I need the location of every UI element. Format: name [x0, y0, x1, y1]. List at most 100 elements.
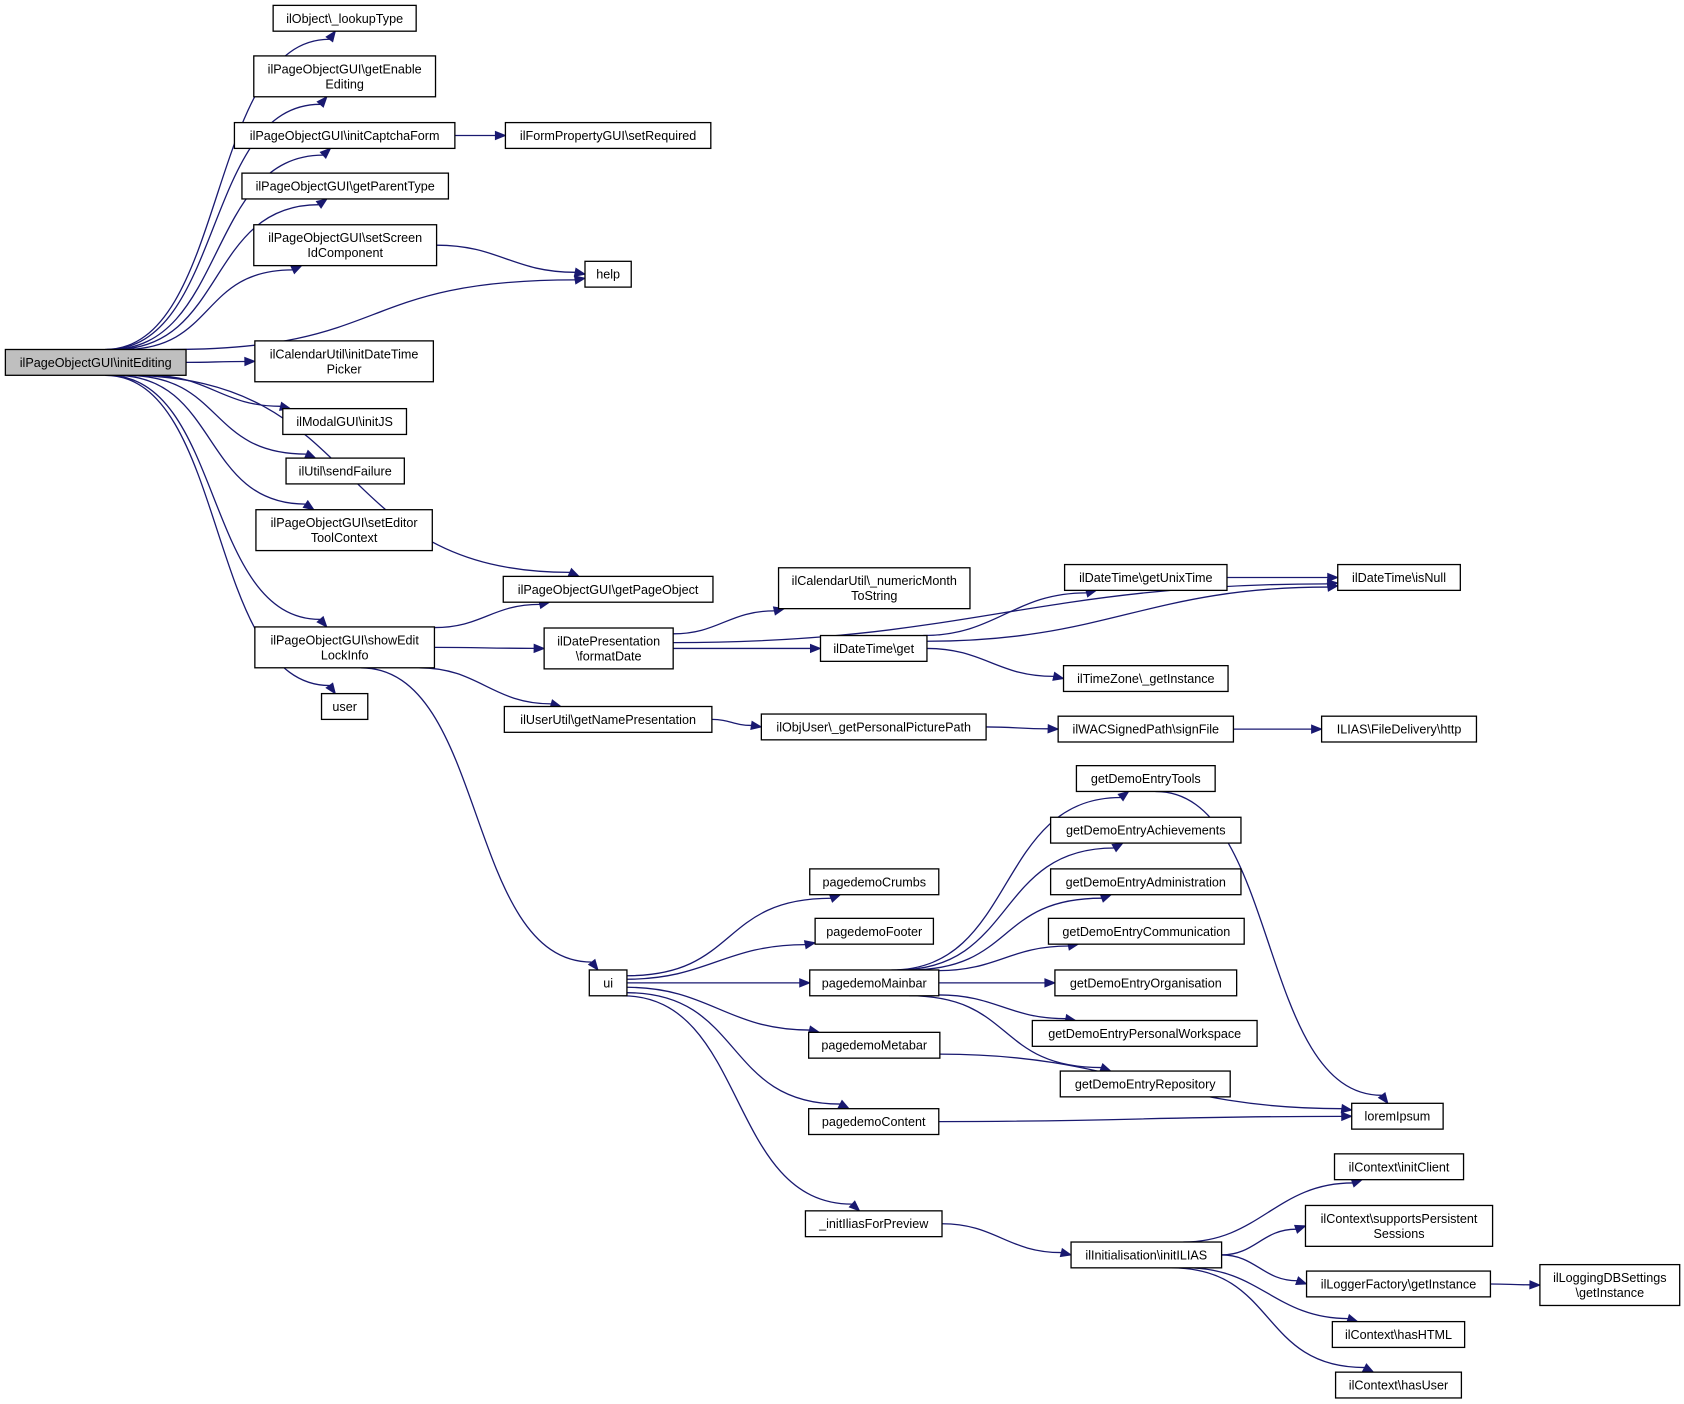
node-label: ilObject\_lookupType	[286, 12, 403, 26]
function-node[interactable]: ilContext\hasUser	[1334, 1371, 1463, 1399]
function-node[interactable]: ilModalGUI\initJS	[282, 407, 408, 436]
function-node[interactable]: ilContext\initClient	[1333, 1153, 1465, 1181]
edge-line	[113, 204, 319, 351]
node-box	[809, 868, 940, 896]
function-node[interactable]: _initIliasForPreview	[804, 1210, 943, 1238]
function-node[interactable]: ilInitialisation\initILIAS	[1070, 1241, 1223, 1269]
function-node[interactable]: pagedemoMetabar	[808, 1031, 941, 1059]
edge-line	[622, 995, 853, 1205]
node-box	[1059, 1070, 1231, 1098]
function-node[interactable]: ilDateTime\get	[819, 634, 928, 662]
function-node[interactable]: help	[584, 260, 632, 288]
call-edge	[1490, 1280, 1542, 1290]
function-node[interactable]: getDemoEntryTools	[1075, 765, 1216, 793]
call-edge	[622, 995, 861, 1212]
call-edge	[114, 374, 315, 511]
arrowhead-icon	[1294, 1224, 1307, 1234]
arrowhead-icon	[1529, 1280, 1542, 1290]
function-node[interactable]: pagedemoCrumbs	[809, 868, 940, 896]
function-node[interactable]: getDemoEntryAdministration	[1049, 868, 1242, 896]
function-node[interactable]: getDemoEntryOrganisation	[1054, 969, 1238, 997]
node-box	[804, 1210, 943, 1238]
node-label: ilPageObjectGUI\initCaptchaForm	[250, 129, 440, 143]
node-box	[272, 4, 417, 32]
node-box	[777, 567, 971, 610]
edge-line	[626, 992, 841, 1105]
node-box	[1351, 1102, 1444, 1130]
function-node[interactable]: ilLoggerFactory\getInstance	[1305, 1270, 1492, 1298]
node-box	[255, 509, 433, 552]
node-label: Editing	[325, 77, 364, 91]
node-label: getDemoEntryAdministration	[1066, 875, 1226, 889]
edge-line	[897, 847, 1115, 971]
arrowhead-icon	[1044, 978, 1057, 988]
function-node[interactable]: ilLoggingDBSettings\getInstance	[1539, 1263, 1681, 1307]
node-box	[504, 121, 712, 150]
node-label: user	[332, 700, 357, 714]
function-node[interactable]: ilTimeZone\_getInstance	[1062, 664, 1229, 693]
node-label: ToString	[851, 589, 897, 603]
node-label: ilLoggingDBSettings	[1553, 1271, 1666, 1285]
node-label: help	[596, 268, 620, 282]
function-node[interactable]: ilDateTime\isNull	[1337, 563, 1461, 592]
node-box	[320, 692, 369, 721]
call-edge	[908, 893, 1113, 971]
node-box	[1337, 563, 1461, 592]
function-node[interactable]: getDemoEntryRepository	[1059, 1070, 1231, 1098]
function-node[interactable]: pagedemoFooter	[814, 917, 935, 945]
node-box	[1057, 715, 1235, 743]
function-node[interactable]: getDemoEntryAchievements	[1049, 816, 1242, 844]
function-node[interactable]: ilDatePresentation\formatDate	[543, 627, 674, 670]
node-label: ilDateTime\isNull	[1352, 571, 1446, 585]
function-node[interactable]: ui	[588, 969, 628, 997]
function-node[interactable]: ilFormPropertyGUI\setRequired	[504, 121, 712, 150]
call-edge	[926, 647, 1065, 681]
arrowhead-icon	[533, 643, 546, 654]
node-label: pagedemoContent	[822, 1115, 926, 1129]
node-label: \formatDate	[576, 649, 642, 663]
arrowhead-icon	[1059, 1247, 1073, 1258]
function-node[interactable]: ILIAS\FileDelivery\http	[1320, 715, 1478, 743]
function-node[interactable]: pagedemoContent	[808, 1108, 940, 1136]
node-label: ilInitialisation\initILIAS	[1085, 1248, 1207, 1262]
function-node[interactable]: ilObjUser\_getPersonalPicturePath	[760, 713, 987, 741]
function-node[interactable]: ilWACSignedPath\signFile	[1057, 715, 1235, 743]
function-node[interactable]: loremIpsum	[1351, 1102, 1444, 1130]
call-edge	[626, 986, 821, 1035]
call-edge	[626, 978, 812, 988]
node-box	[1304, 1204, 1494, 1247]
node-label: ilUserUtil\getNamePresentation	[520, 713, 696, 727]
node-label: ilDateTime\get	[833, 642, 914, 656]
edge-line	[1490, 1283, 1530, 1286]
function-node[interactable]: user	[320, 692, 369, 721]
function-node[interactable]: ilPageObjectGUI\getPageObject	[502, 575, 714, 603]
function-node[interactable]: ilDateTime\getUnixTime	[1063, 563, 1228, 592]
function-node[interactable]: ilPageObjectGUI\getParentType	[241, 172, 450, 200]
function-node[interactable]: getDemoEntryCommunication	[1047, 917, 1245, 945]
function-node[interactable]: ilObject\_lookupType	[272, 4, 417, 32]
arrowhead-icon	[1117, 790, 1130, 802]
function-node[interactable]: getDemoEntryPersonalWorkspace	[1031, 1019, 1258, 1047]
edge-line	[891, 796, 1121, 971]
function-node[interactable]: ilPageObjectGUI\initCaptchaForm	[233, 121, 456, 150]
call-edge	[1233, 724, 1323, 734]
edge-line	[942, 1223, 1062, 1254]
edge-line	[908, 897, 1102, 971]
edge-line	[106, 374, 321, 621]
function-node[interactable]: ilUserUtil\getNamePresentation	[503, 705, 713, 733]
root-function-node[interactable]: ilPageObjectGUI\initEditing	[4, 348, 187, 376]
call-edge	[1226, 572, 1340, 583]
function-node[interactable]: pagedemoMainbar	[809, 969, 940, 997]
node-label: Picker	[327, 362, 362, 376]
call-edge	[434, 643, 546, 654]
function-node[interactable]: ilContext\hasHTML	[1331, 1320, 1466, 1349]
function-node[interactable]: ilUtil\sendFailure	[285, 457, 405, 485]
arrowhead-icon	[1326, 582, 1340, 592]
